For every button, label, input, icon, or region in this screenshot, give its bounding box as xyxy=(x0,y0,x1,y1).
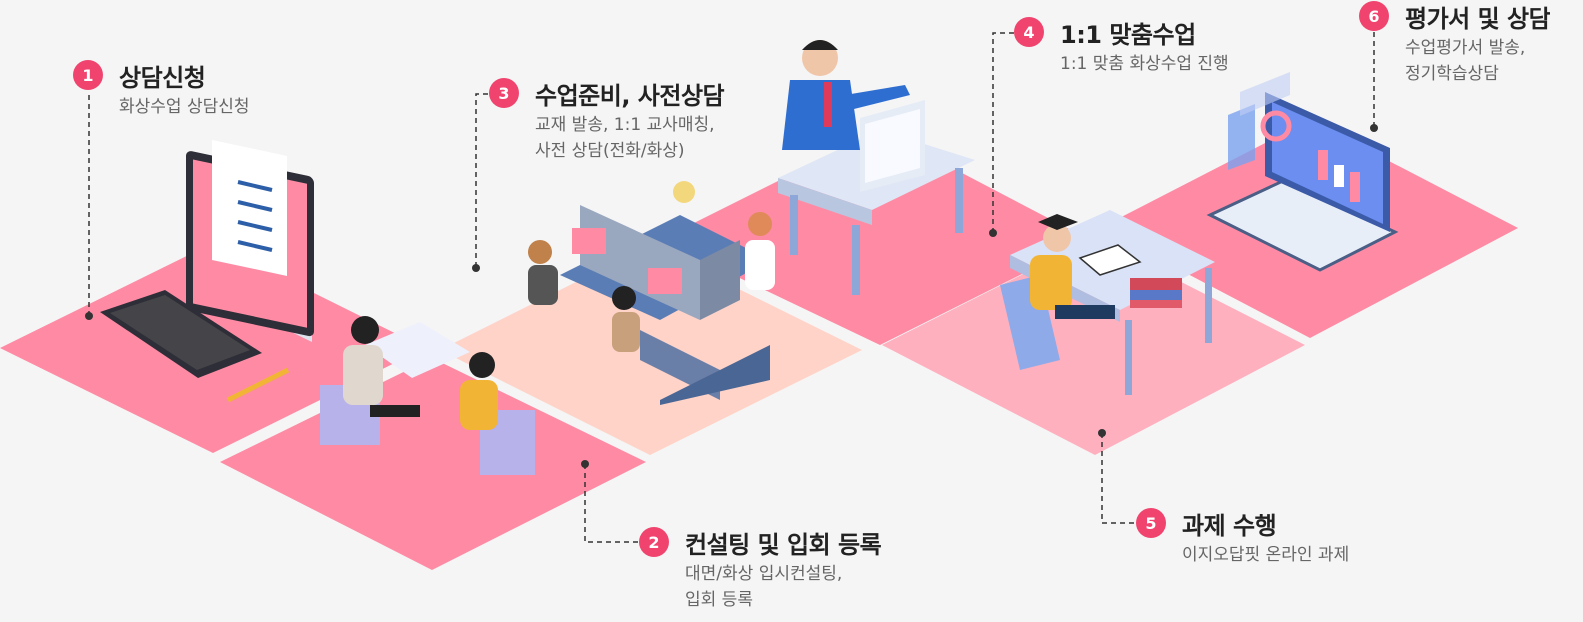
step-description-line: 이지오답핏 온라인 과제 xyxy=(1182,545,1350,565)
step-description: 교재 발송, 1:1 교사매칭, 사전 상담(전화/화상) xyxy=(535,112,715,164)
step-number-badge: 1 xyxy=(73,60,103,90)
step-description-line: 사전 상담(전화/화상) xyxy=(535,141,685,161)
step-description-line: 대면/화상 입시컨설팅, xyxy=(685,564,843,584)
step-description-line: 입회 등록 xyxy=(685,590,753,610)
step-description-line: 화상수업 상담신청 xyxy=(119,97,250,117)
step-title: 평가서 및 상담 xyxy=(1405,5,1551,33)
step-description: 1:1 맞춤 화상수업 진행 xyxy=(1060,51,1229,77)
connector-4 xyxy=(992,32,1014,233)
connector-3 xyxy=(475,93,488,268)
consulting-meeting-icon xyxy=(320,316,535,475)
step-description: 이지오답핏 온라인 과제 xyxy=(1182,542,1349,568)
step-title: 컨설팅 및 입회 등록 xyxy=(685,531,882,559)
step-number-badge: 6 xyxy=(1359,1,1389,31)
step-description: 대면/화상 입시컨설팅, 입회 등록 xyxy=(685,561,842,613)
connector-lines xyxy=(88,32,1375,543)
tile-4 xyxy=(660,130,1090,345)
step-description-line: 교재 발송, 1:1 교사매칭, xyxy=(535,115,715,135)
step-number-badge: 5 xyxy=(1136,508,1166,538)
laptop-report-icon xyxy=(1206,72,1399,272)
teacher-desk-icon xyxy=(778,40,975,295)
computer-quiz-icon xyxy=(100,140,314,403)
step-number-badge: 2 xyxy=(639,527,669,557)
tile-5 xyxy=(882,238,1305,455)
student-study-icon xyxy=(1000,210,1215,395)
step-description: 수업평가서 발송, 정기학습상담 xyxy=(1405,35,1525,87)
step-description: 화상수업 상담신청 xyxy=(119,94,250,120)
step-description-line: 1:1 맞춤 화상수업 진행 xyxy=(1060,54,1229,74)
step-description-line: 정기학습상담 xyxy=(1405,64,1499,84)
step-description-line: 수업평가서 발송, xyxy=(1405,38,1526,58)
step-title: 1:1 맞춤수업 xyxy=(1060,21,1196,49)
call-center-icon xyxy=(528,181,775,405)
step-title: 과제 수행 xyxy=(1182,512,1277,540)
step-title: 상담신청 xyxy=(119,64,206,92)
step-title: 수업준비, 사전상담 xyxy=(535,82,725,110)
connector-5 xyxy=(1101,433,1136,524)
step-number-badge: 4 xyxy=(1014,17,1044,47)
connector-dots xyxy=(85,124,1378,468)
step-number-badge: 3 xyxy=(489,78,519,108)
